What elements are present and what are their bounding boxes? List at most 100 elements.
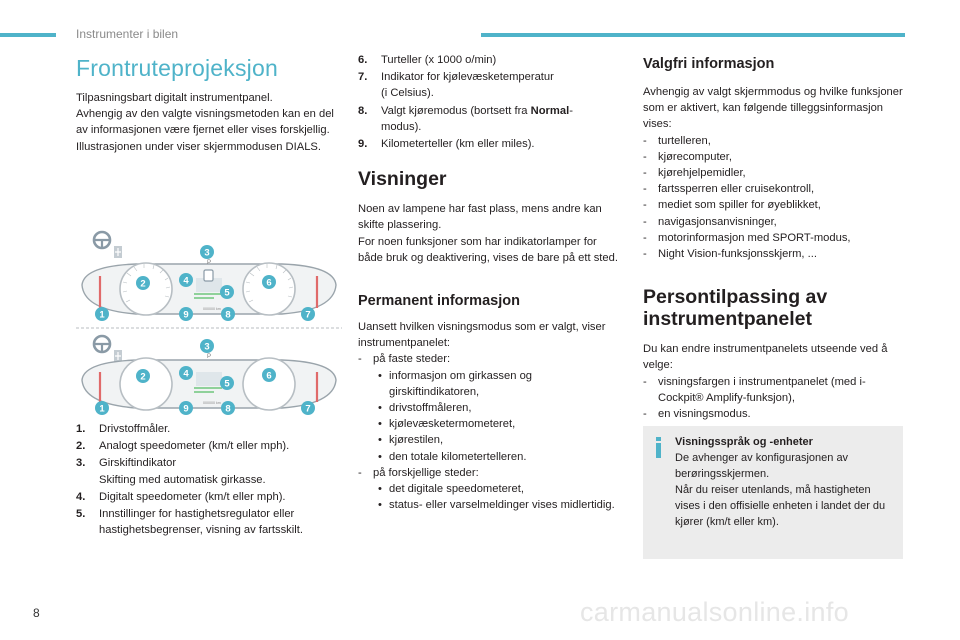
dash-text: navigasjonsanvisninger,: [658, 215, 777, 228]
header-accent-line-right: [481, 33, 905, 37]
callout-5-bottom: 5: [220, 376, 234, 390]
odometer-bottom: 000000 km: [203, 401, 221, 405]
bullet-dot: •: [378, 402, 382, 415]
optional-title: Valgfri informasjon: [643, 56, 775, 72]
legend-number: 9.: [358, 138, 368, 151]
column-3: Valgfri informasjon Avhengig av valgt sk…: [643, 52, 905, 422]
svg-text:8: 8: [225, 310, 230, 321]
optional-item: -Night Vision-funksjonsskjerm, ...: [643, 246, 905, 262]
info-icon: [656, 437, 661, 458]
callout-6-bottom: 6: [262, 368, 276, 382]
fixed-item: •kjølevæsketermometeret,: [358, 416, 624, 432]
fixed-label: -på faste steder:: [358, 353, 451, 366]
bullet-text: kjølevæsketermometeret,: [389, 418, 516, 431]
legend-number: 1.: [76, 423, 86, 435]
legend-item: 7.Indikator for kjølevæsketemperatur (i …: [358, 69, 624, 101]
svg-text:3: 3: [204, 248, 209, 259]
svg-text:6: 6: [266, 371, 271, 382]
bullet-dot: •: [378, 499, 382, 512]
legend-text: Analogt speedometer (km/t eller mph).: [99, 440, 290, 453]
dash-text: fartssperren eller cruisekontroll,: [658, 183, 815, 196]
cluster-dials-top: 000000 km: [81, 230, 337, 316]
info-box: Visningsspråk og -enheter De avhenger av…: [643, 426, 903, 559]
column-2: 6.Turteller (x 1000 o/min)7.Indikator fo…: [358, 52, 624, 513]
legend-item: 3. Girskiftindikator Skifting med automat…: [76, 455, 342, 487]
permanent-intro: Uansett hvilken visningsmodus som er val…: [358, 321, 606, 350]
visninger-title: Visninger: [358, 168, 447, 191]
page-header: Instrumenter i bilen: [0, 0, 960, 41]
callout-1-bottom: 1: [95, 401, 109, 415]
svg-text:7: 7: [305, 310, 310, 321]
dash-text: en visningsmodus.: [658, 408, 751, 421]
info-title: Visningsspråk og -enheter: [675, 436, 813, 448]
fixed-item: •kjørestilen,: [358, 432, 624, 448]
dash-text: turtelleren,: [658, 134, 711, 147]
legend-text: Kilometerteller (km eller miles).: [381, 138, 535, 151]
legend-item: 8.Valgt kjøremodus (bortsett fra Normal-…: [358, 103, 624, 135]
optional-item: -kjørehjelpemidler,: [643, 165, 905, 181]
bullet-text: status- eller varselmeldinger vises midl…: [389, 499, 615, 512]
bullet-text: den totale kilometertelleren.: [389, 450, 527, 463]
legend-item: 1. Drivstoffmåler.: [76, 421, 342, 437]
panel-adjust-icon-2: [114, 350, 122, 362]
callout-1-top: 1: [95, 307, 109, 321]
optional-item: -fartssperren eller cruisekontroll,: [643, 181, 905, 197]
steering-wheel-icon-2: [92, 334, 112, 354]
variable-label: -på forskjellige steder:: [358, 466, 479, 479]
svg-text:5: 5: [224, 288, 230, 299]
dash-text: visningsfargen i instrumentpanelet (med …: [658, 375, 866, 404]
svg-text:9: 9: [183, 404, 188, 415]
svg-text:3: 3: [204, 342, 209, 353]
column-1: Frontruteprojeksjon Tilpasningsbart digi…: [76, 52, 342, 155]
personal-item: -visningsfargen i instrumentpanelet (med…: [643, 374, 905, 406]
dash-text: mediet som spiller for øyeblikket,: [658, 199, 821, 212]
callout-5-top: 5: [220, 285, 234, 299]
variable-item: •det digitale speedometeret,: [358, 481, 624, 497]
callout-9-bottom: 9: [179, 401, 193, 415]
legend-text: Turteller (x 1000 o/min): [381, 54, 497, 66]
svg-text:5: 5: [224, 379, 230, 390]
callout-2-bottom: 2: [136, 369, 150, 383]
dash: -: [643, 167, 647, 180]
callout-4-bottom: 4: [179, 366, 193, 380]
svg-text:4: 4: [183, 369, 189, 380]
dash: -: [643, 231, 647, 244]
legend-number: 3.: [76, 457, 86, 470]
callout-4-top: 4: [179, 273, 193, 287]
dash-text: kjørehjelpemidler,: [658, 167, 746, 180]
personal-item: -en visningsmodus.: [643, 406, 905, 422]
dash: -: [643, 134, 647, 147]
svg-text:8: 8: [225, 404, 230, 415]
optional-item: -navigasjonsanvisninger,: [643, 214, 905, 230]
visninger-text: Noen av lampene har fast plass, mens and…: [358, 203, 618, 264]
info-text: De avhenger av konfigurasjonen av berøri…: [675, 452, 886, 528]
optional-item: -mediet som spiller for øyeblikket,: [643, 197, 905, 213]
legend-text: Innstillinger for hastighetsregulator el…: [99, 508, 303, 537]
legend-number: 2.: [76, 440, 86, 453]
legend-item: 4.Digitalt speedometer (km/t eller mph).: [76, 489, 342, 505]
dash: -: [643, 375, 647, 388]
fixed-item: •informasjon om girkassen og girskiftind…: [358, 368, 624, 400]
callout-8-bottom: 8: [221, 401, 235, 415]
bullet-dot: •: [378, 450, 382, 463]
gear-label-bottom: P: [207, 354, 211, 360]
legend-text: Girskiftindikator Skifting med automatis…: [99, 457, 266, 486]
callout-7-top: 7: [301, 307, 315, 321]
legend-text: Drivstoffmåler.: [99, 423, 171, 435]
dash: -: [643, 150, 647, 163]
svg-text:6: 6: [266, 278, 271, 289]
callout-9-top: 9: [179, 307, 193, 321]
steering-wheel-icon: [92, 230, 112, 250]
optional-intro: Avhengig av valgt skjermmodus og hvilke …: [643, 86, 903, 131]
svg-text:9: 9: [183, 310, 188, 321]
svg-text:1: 1: [99, 310, 105, 321]
variable-item: • status- eller varselmeldinger vises mid…: [358, 497, 624, 513]
bullet-text: det digitale speedometeret,: [389, 483, 524, 496]
legend-number: 7.: [358, 71, 368, 84]
legend-number: 5.: [76, 508, 86, 521]
legend-item: 6.Turteller (x 1000 o/min): [358, 52, 624, 68]
bullet-text: informasjon om girkassen og girskiftindi…: [389, 369, 533, 398]
legend-item: 9. Kilometerteller (km eller miles).: [358, 136, 624, 152]
personal-intro: Du kan endre instrumentpanelets utseende…: [643, 343, 888, 372]
